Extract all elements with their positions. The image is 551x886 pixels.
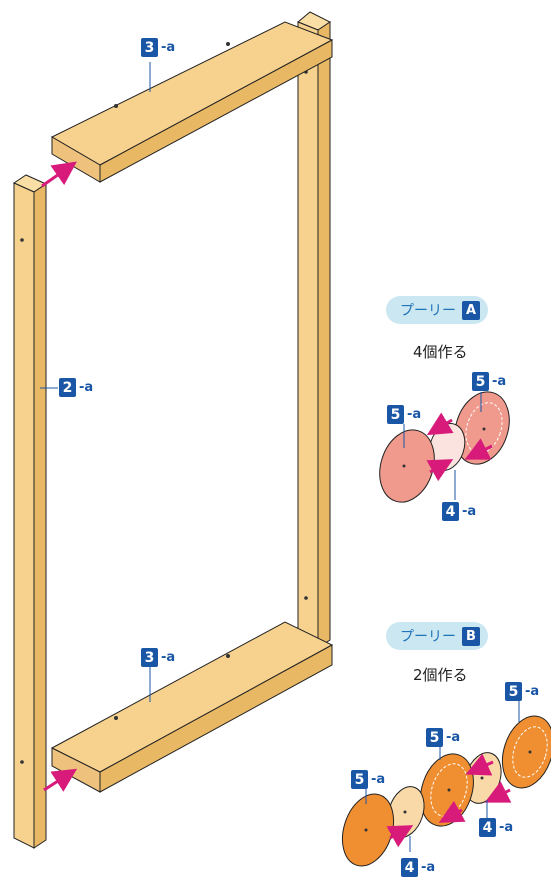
assembly-arrow-icon <box>438 800 466 823</box>
screw-hole-icon <box>304 596 308 600</box>
pulley-b-letter: B <box>462 626 480 646</box>
part-number: 4 <box>442 502 459 521</box>
assembly-arrow-icon <box>426 412 454 436</box>
part-number: 4 <box>401 858 418 877</box>
part-suffix: -a <box>525 684 540 699</box>
part-label-3-bottom: 3 -a <box>141 648 175 667</box>
pulley-a-letter: A <box>462 300 480 320</box>
pulley-b-label-4-left: 4 -a <box>401 858 435 877</box>
pulley-b-label-5-top: 5 -a <box>505 682 539 701</box>
pulley-b-badge: プーリー B <box>386 622 488 650</box>
left-post <box>12 174 48 849</box>
part-suffix: -a <box>446 730 461 745</box>
assembly-arrow-icon <box>426 459 454 482</box>
assembly-arrow-icon <box>386 825 414 848</box>
assembly-arrow-icon <box>41 161 77 188</box>
right-post <box>297 11 331 649</box>
part-number: 5 <box>505 682 522 701</box>
pulley-a-badge: プーリー A <box>386 296 488 324</box>
pulley-a-label-4: 4 -a <box>442 502 476 521</box>
bottom-board <box>50 621 334 793</box>
part-suffix: -a <box>421 860 436 875</box>
part-suffix: -a <box>161 650 176 665</box>
pulley-b-label-5-left: 5 -a <box>351 770 385 789</box>
part-number: 5 <box>387 405 404 424</box>
pulley-a-quantity-note: 4個作る <box>413 343 468 361</box>
pulley-a-label: プーリー <box>400 303 456 319</box>
part-number: 5 <box>351 770 368 789</box>
assembly-arrow-icon <box>464 438 493 460</box>
part-number: 4 <box>479 818 496 837</box>
part-number: 5 <box>426 728 443 747</box>
part-number: 2 <box>59 378 76 397</box>
screw-hole-icon <box>114 104 118 108</box>
part-suffix: -a <box>371 772 386 787</box>
pulley-b-illustration <box>341 700 551 867</box>
screw-hole-icon <box>226 42 230 46</box>
screw-hole-icon <box>20 238 24 242</box>
screw-hole-icon <box>226 654 230 658</box>
assembly-arrow-icon <box>484 781 512 803</box>
assembly-arrow-icon <box>465 753 494 776</box>
part-suffix: -a <box>492 374 507 389</box>
pulley-a-label-5-top: 5 -a <box>472 372 506 391</box>
part-suffix: -a <box>407 407 422 422</box>
part-number: 3 <box>141 648 158 667</box>
top-board <box>50 21 334 183</box>
part-suffix: -a <box>499 820 514 835</box>
part-label-2: 2 -a <box>59 378 93 397</box>
part-suffix: -a <box>161 40 176 55</box>
pulley-b-label-4-right: 4 -a <box>479 818 513 837</box>
pulley-a-illustration <box>379 391 510 503</box>
pulley-b-label-5-mid: 5 -a <box>426 728 460 747</box>
screw-hole-icon <box>20 760 24 764</box>
part-suffix: -a <box>462 504 477 519</box>
screw-hole-icon <box>114 716 118 720</box>
assembly-arrow-icon <box>43 768 78 792</box>
part-number: 5 <box>472 372 489 391</box>
pulley-b-quantity-note: 2個作る <box>413 666 468 684</box>
part-label-3-top: 3 -a <box>141 38 175 57</box>
part-number: 3 <box>141 38 158 57</box>
pulley-b-label: プーリー <box>400 629 456 645</box>
pulley-a-label-5-left: 5 -a <box>387 405 421 424</box>
part-suffix: -a <box>79 380 94 395</box>
